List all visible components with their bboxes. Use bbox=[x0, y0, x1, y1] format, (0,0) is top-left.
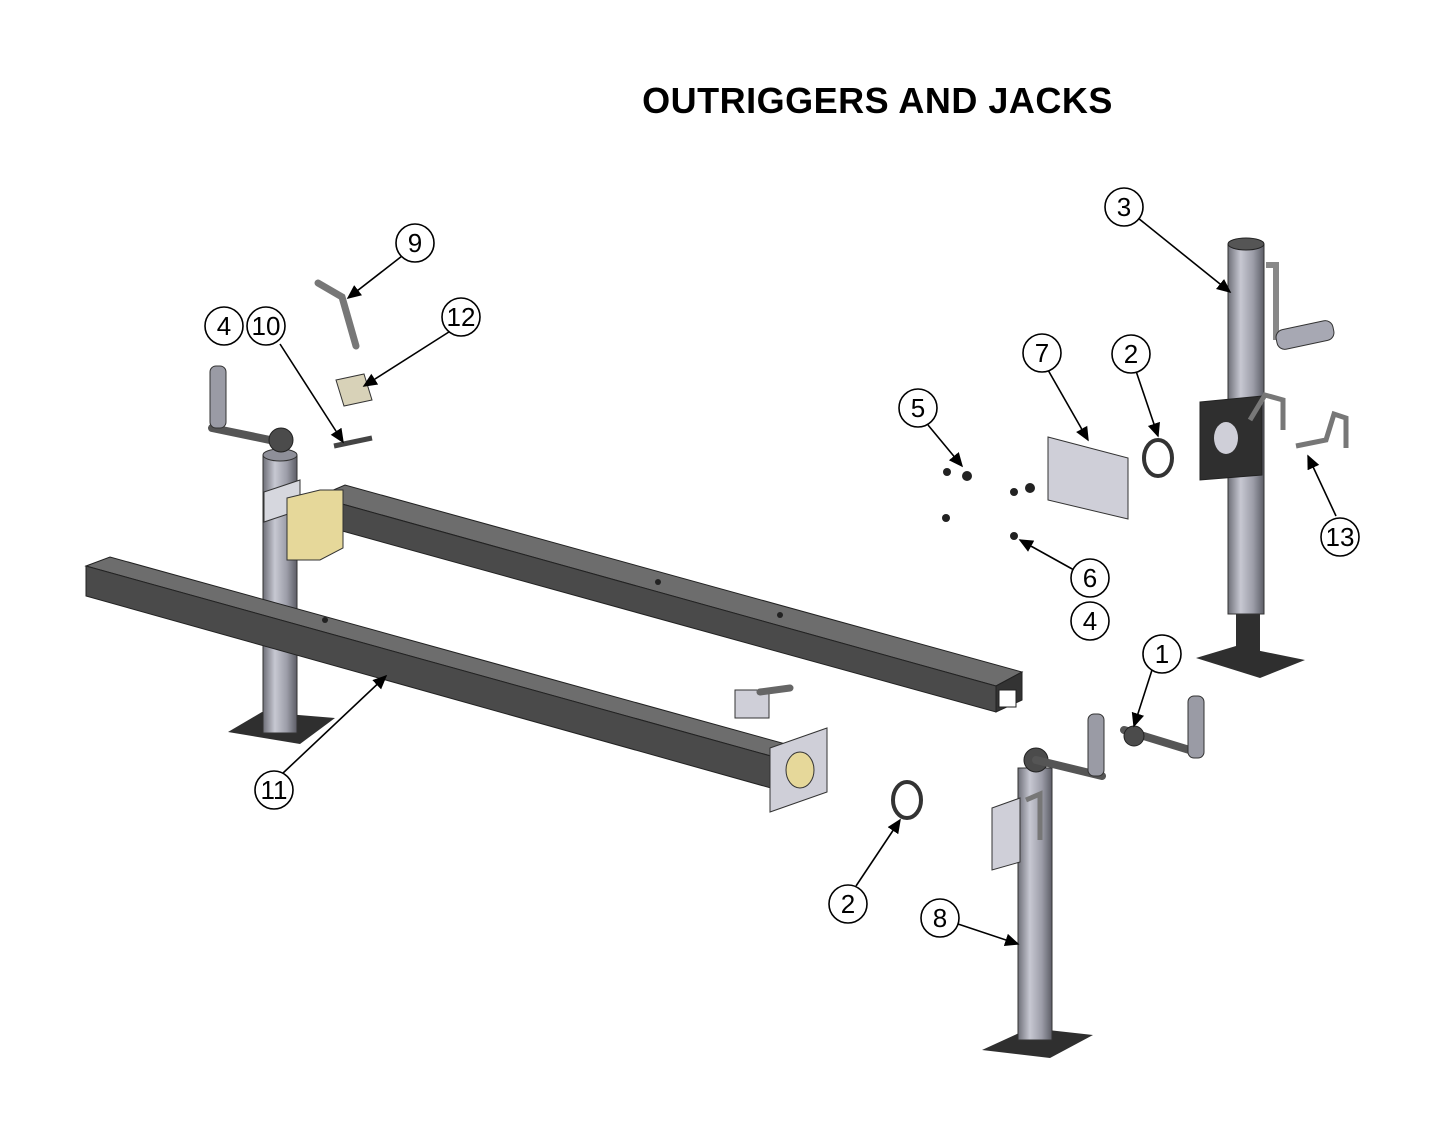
front-jack-bracket bbox=[991, 797, 1021, 871]
front-jack bbox=[982, 713, 1106, 1058]
callout-label: 5 bbox=[911, 393, 925, 423]
callout-balloon: 11 bbox=[254, 770, 294, 810]
callout-balloon: 3 bbox=[1104, 187, 1144, 227]
callout-balloon: 12 bbox=[441, 297, 481, 337]
callout-circle bbox=[920, 898, 960, 938]
callout-circle bbox=[1070, 558, 1110, 598]
callout-circle bbox=[395, 223, 435, 263]
callout-label: 7 bbox=[1035, 338, 1049, 368]
ring-2-upper bbox=[1142, 438, 1174, 478]
callout-circle bbox=[441, 297, 481, 337]
callout-circle bbox=[254, 770, 294, 810]
callout-balloon: 4 bbox=[1070, 601, 1110, 641]
bolt-10 bbox=[333, 435, 373, 449]
ring-2-lower bbox=[891, 780, 923, 820]
right-jack-crank bbox=[1266, 262, 1279, 340]
callout-label: 13 bbox=[1326, 522, 1355, 552]
callout-circle bbox=[898, 388, 938, 428]
block-12 bbox=[335, 373, 373, 407]
callouts: 3 7 2 5 13 6 4 1 9 4 10 12 11 2 8 bbox=[204, 187, 1360, 938]
front-jack-foot bbox=[982, 1028, 1093, 1058]
callout-circle bbox=[1111, 334, 1151, 374]
page-title: OUTRIGGERS AND JACKS bbox=[642, 80, 1113, 121]
callout-circle bbox=[828, 884, 868, 924]
callout-label: 12 bbox=[447, 302, 476, 332]
callout-circle bbox=[1070, 601, 1110, 641]
loose-crank-handle bbox=[1120, 695, 1205, 759]
callout-circle bbox=[1022, 333, 1062, 373]
lower-outrigger-beam bbox=[84, 556, 828, 813]
upper-beam-bracket bbox=[286, 489, 344, 561]
callout-label: 1 bbox=[1155, 639, 1169, 669]
callout-circle bbox=[1142, 634, 1182, 674]
callout-circle bbox=[1104, 187, 1144, 227]
callout-label: 9 bbox=[408, 228, 422, 258]
callout-label: 4 bbox=[217, 311, 231, 341]
callout-balloon: 5 bbox=[898, 388, 938, 428]
front-jack-tube bbox=[1017, 767, 1053, 1041]
callout-circle bbox=[1320, 517, 1360, 557]
callout-balloon: 2 bbox=[828, 884, 868, 924]
leader-lines bbox=[279, 217, 1337, 947]
bolts-5 bbox=[942, 468, 1035, 540]
callout-label: 2 bbox=[1124, 339, 1138, 369]
callout-label: 11 bbox=[261, 775, 288, 805]
upper-outrigger-beam bbox=[286, 484, 1024, 713]
callout-balloon: 8 bbox=[920, 898, 960, 938]
callout-label: 6 bbox=[1083, 563, 1097, 593]
left-jack-crank-grip bbox=[209, 365, 227, 429]
pin-13 bbox=[1295, 410, 1349, 449]
callout-label: 2 bbox=[841, 889, 855, 919]
callout-balloon: 9 bbox=[395, 223, 435, 263]
callout-balloon: 4 bbox=[204, 306, 244, 346]
callout-balloon: 2 bbox=[1111, 334, 1151, 374]
callout-circle bbox=[246, 306, 286, 346]
callout-balloon: 6 bbox=[1070, 558, 1110, 598]
plate-7 bbox=[1047, 436, 1129, 520]
callout-balloon: 10 bbox=[246, 306, 286, 346]
callout-label: 8 bbox=[933, 903, 947, 933]
callout-balloon: 13 bbox=[1320, 517, 1360, 557]
callout-balloon: 7 bbox=[1022, 333, 1062, 373]
pin-9 bbox=[314, 279, 360, 350]
callout-label: 4 bbox=[1083, 606, 1097, 636]
callout-circle bbox=[204, 306, 244, 346]
callout-balloon: 1 bbox=[1142, 634, 1182, 674]
callout-label: 3 bbox=[1117, 192, 1131, 222]
right-jack bbox=[1196, 237, 1335, 678]
callout-label: 10 bbox=[252, 311, 281, 341]
